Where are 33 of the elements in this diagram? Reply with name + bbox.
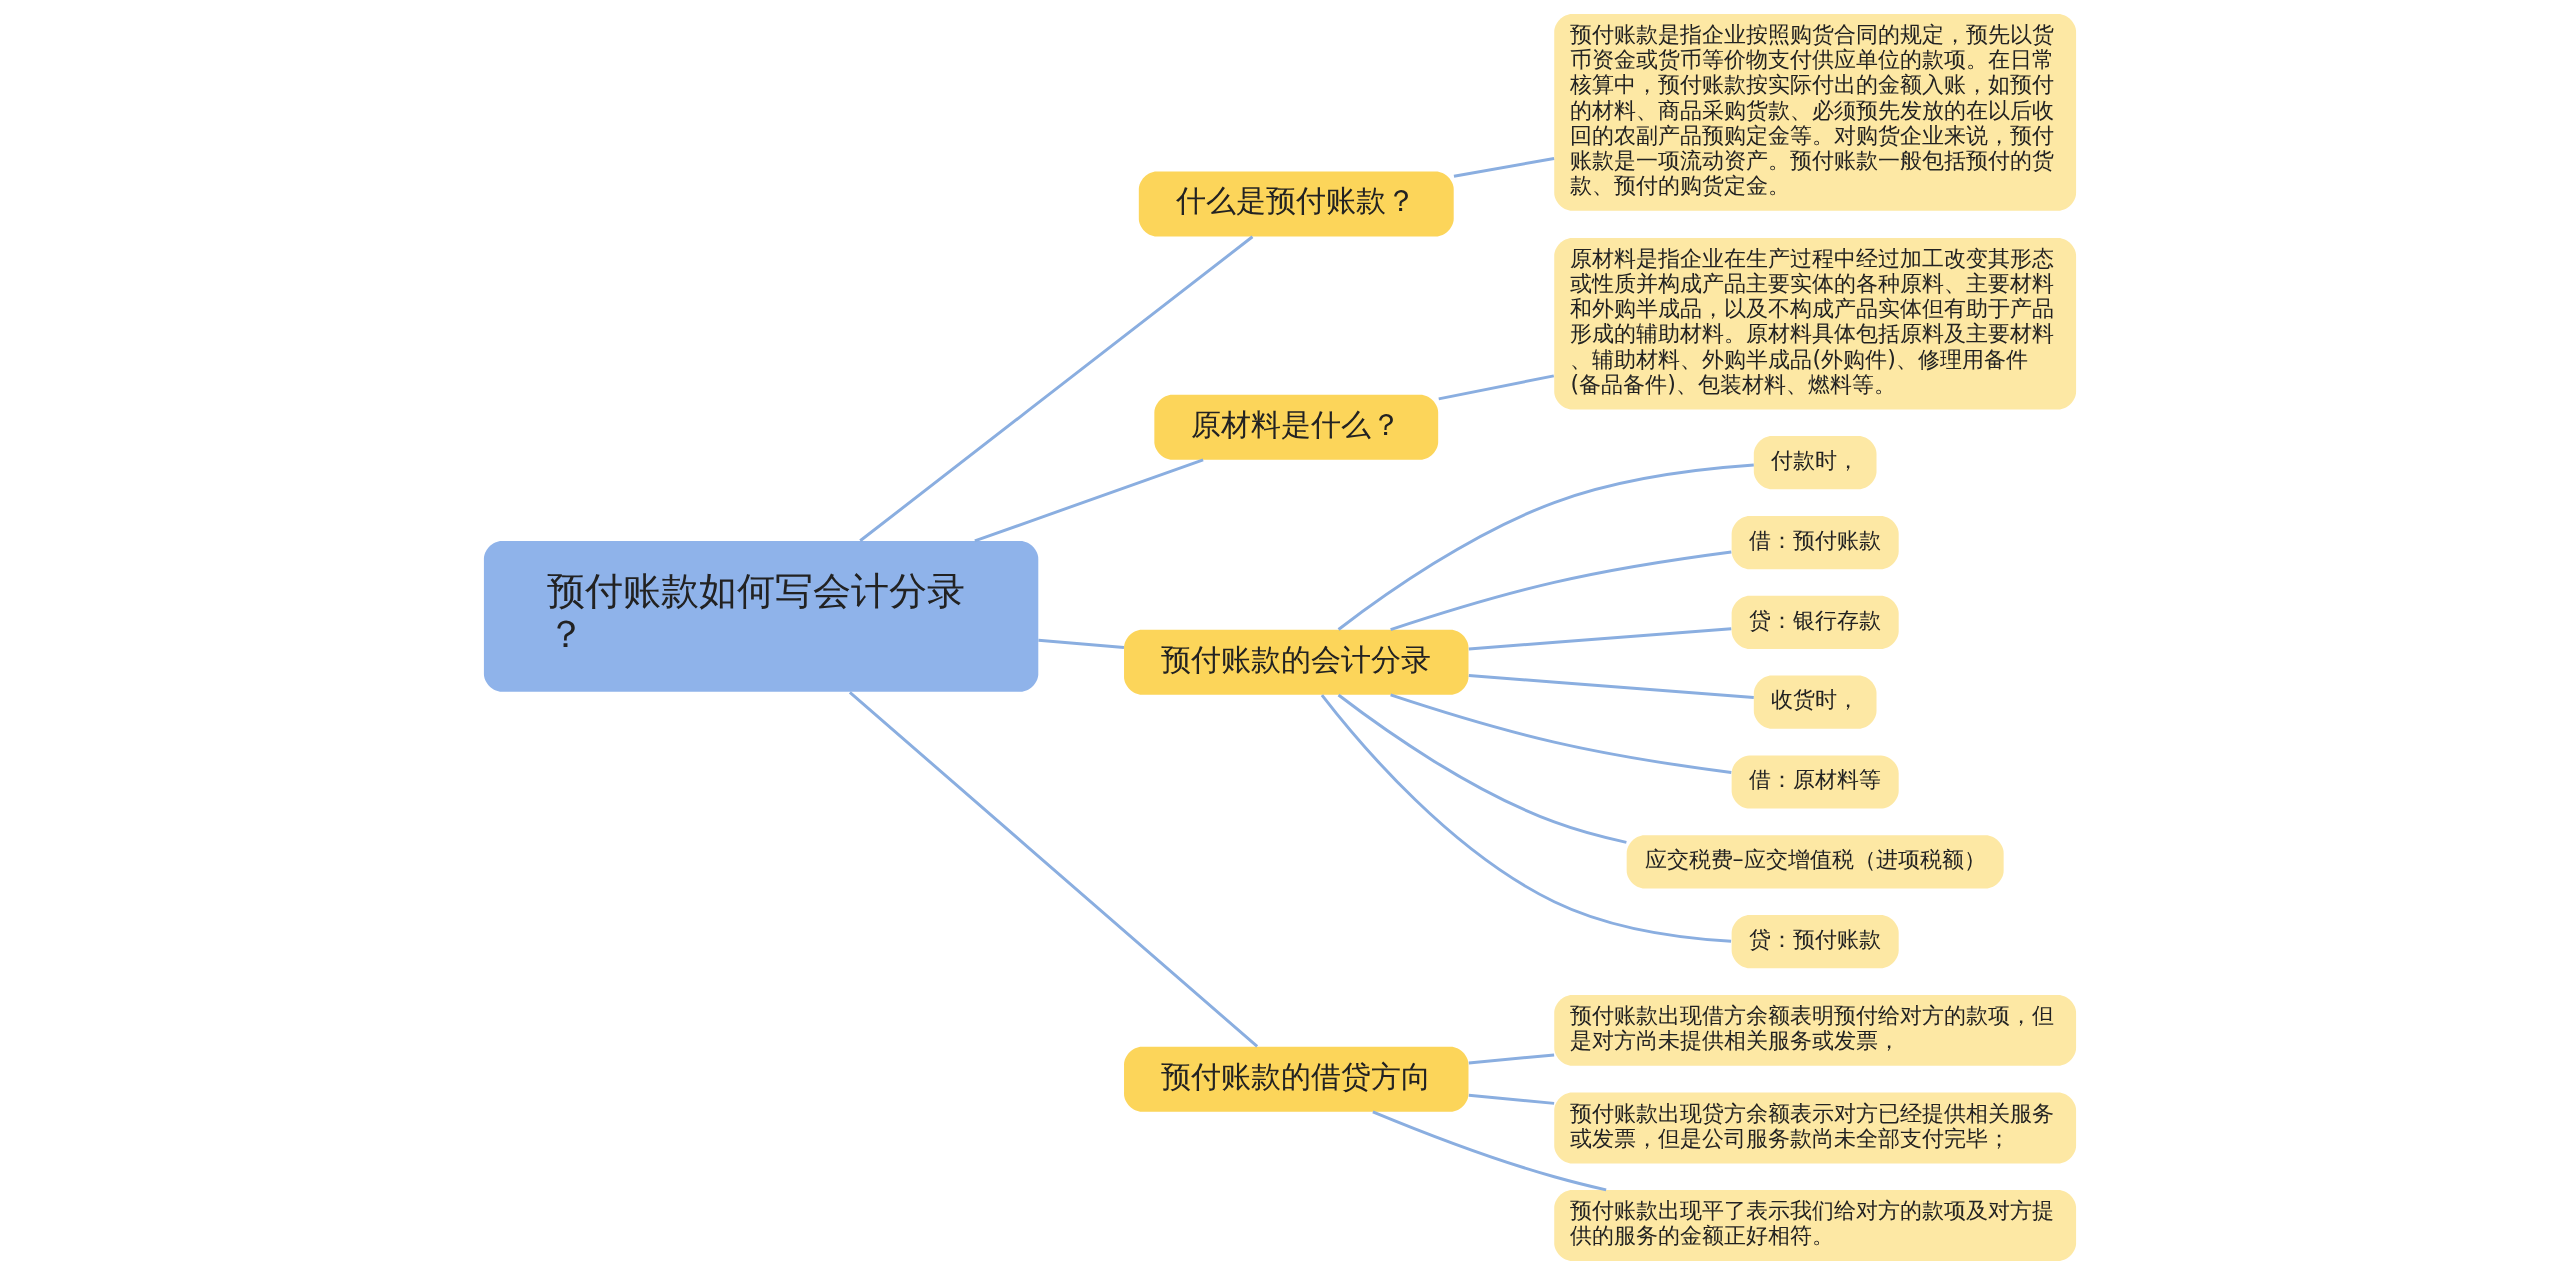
connector xyxy=(1390,550,1732,632)
connector xyxy=(1468,1053,1555,1065)
connector xyxy=(1337,693,1627,844)
node-box: 贷：预付账款 xyxy=(1731,915,1899,969)
node-box: 什么是预付账款？ xyxy=(1138,171,1454,237)
node-box: 应交税费–应交增值税（进项税额） xyxy=(1626,835,2004,889)
connector xyxy=(974,458,1204,543)
connector xyxy=(1337,463,1754,631)
connector xyxy=(1372,1110,1607,1192)
node-box: 借：原材料等 xyxy=(1731,755,1899,809)
node-box: 预付账款出现借方余额表明预付给对方的款项，但是对方尚未提供相关服务或发票， xyxy=(1554,994,2077,1066)
node-box: 预付账款如何写会计分录？ xyxy=(483,541,1039,692)
connector xyxy=(1468,1093,1555,1105)
connector xyxy=(1438,374,1555,401)
connector xyxy=(1468,627,1732,651)
connector xyxy=(1468,674,1754,699)
node-box: 收货时， xyxy=(1753,675,1877,729)
node-box: 原材料是指企业在生产过程中经过加工改变其形态或性质并构成产品主要实体的各种原料、主要材料和外购半成品，以及不构成产品实体但有助于产品形成的辅助材料。原材料具体包括原料及主要材料、辅助材料、外购半成品(外购件)、修理用备件(备品备件)、包装材料、燃料等。 xyxy=(1554,238,2077,410)
node-box: 原材料是什么？ xyxy=(1154,394,1439,460)
connector xyxy=(1320,694,1732,943)
connector xyxy=(1453,157,1555,178)
connector xyxy=(1390,693,1732,774)
connector xyxy=(848,691,1259,1048)
node-box: 借：预付账款 xyxy=(1731,515,1899,570)
connector xyxy=(859,235,1254,542)
node-box: 付款时， xyxy=(1753,436,1877,490)
node-box: 预付账款是指企业按照购货合同的规定，预先以货币资金或货币等价物支付供应单位的款项。在日常核算中，预付账款按实际付出的金额入账，如预付的材料、商品采购货款、必须预先发放的在以后收回的农副产品预购定金等。对购货企业来说，预付账款是一项流动资产。预付账款一般包括预付的货款、预付的购货定金。 xyxy=(1554,14,2077,211)
connector xyxy=(1038,638,1125,650)
node-box: 预付账款出现平了表示我们给对方的款项及对方提供的服务的金额正好相符。 xyxy=(1554,1190,2077,1261)
node-box: 预付账款出现贷方余额表示对方已经提供相关服务或发票，但是公司服务款尚未全部支付完毕； xyxy=(1554,1092,2077,1164)
node-box: 预付账款的借贷方向 xyxy=(1124,1046,1469,1112)
node-box: 贷：银行存款 xyxy=(1731,595,1899,649)
node-box: 预付账款的会计分录 xyxy=(1124,629,1469,695)
